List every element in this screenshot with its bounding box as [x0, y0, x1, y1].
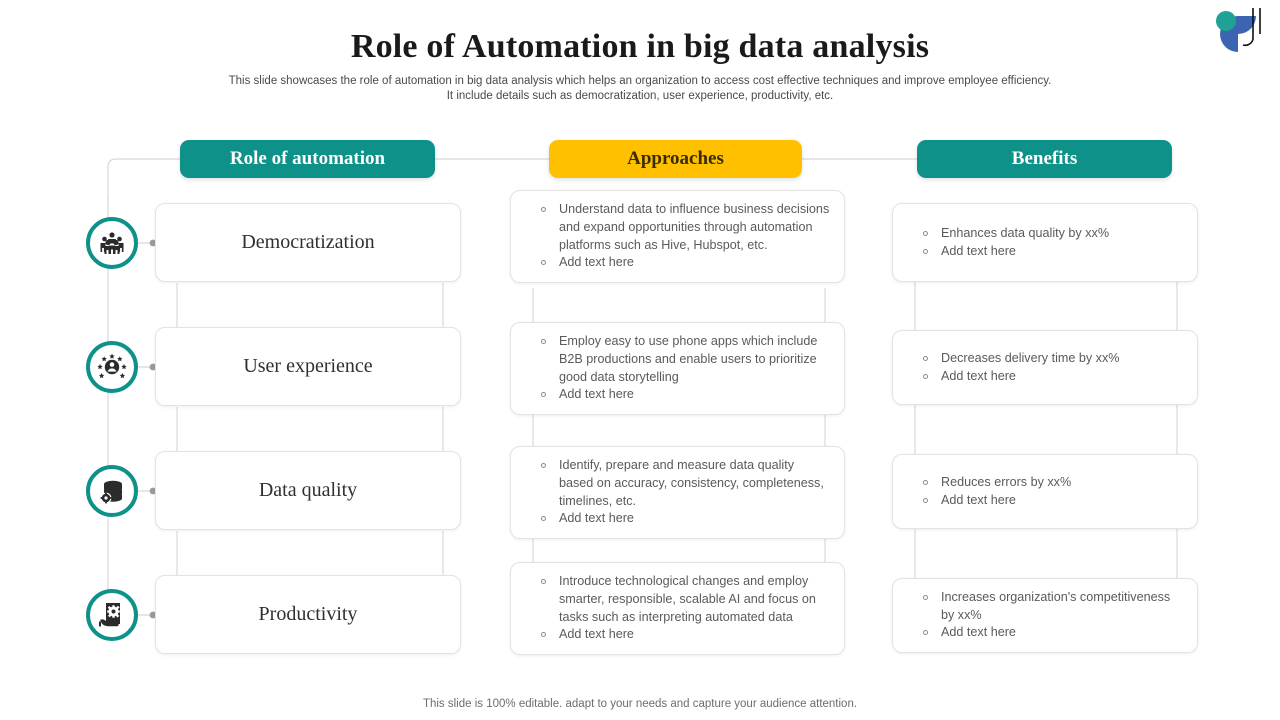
column-header-approaches-label: Approaches [627, 148, 724, 169]
approach-bullet-list-1: Understand data to influence business de… [539, 201, 830, 272]
list-item: Add text here [539, 626, 830, 644]
list-item: Understand data to influence business de… [539, 201, 830, 254]
approach-bullet-list-2: Employ easy to use phone apps which incl… [539, 333, 830, 404]
database-gear-icon [100, 480, 122, 504]
role-card-data-quality[interactable]: Data quality [155, 451, 461, 530]
benefit-bullet-list-2: Decreases delivery time by xx% Add text … [921, 350, 1119, 386]
list-item: Add text here [921, 368, 1119, 386]
approach-card-2[interactable]: Employ easy to use phone apps which incl… [510, 322, 845, 416]
column-header-benefits-label: Benefits [1011, 148, 1078, 169]
role-card-user-experience[interactable]: User experience [155, 327, 461, 406]
list-item: Add text here [921, 624, 1183, 642]
approach-bullet-list-3: Identify, prepare and measure data quali… [539, 457, 830, 528]
approach-card-1[interactable]: Understand data to influence business de… [510, 190, 845, 284]
list-item: Add text here [539, 386, 830, 404]
benefit-card-3[interactable]: Reduces errors by xx% Add text here [892, 454, 1198, 529]
benefit-card-4[interactable]: Increases organization's competitiveness… [892, 578, 1198, 653]
list-item: Reduces errors by xx% [921, 474, 1071, 492]
benefit-card-1[interactable]: Enhances data quality by xx% Add text he… [892, 203, 1198, 282]
row-icon-democratization[interactable] [86, 217, 138, 269]
benefit-bullet-list-3: Reduces errors by xx% Add text here [921, 474, 1071, 510]
list-item: Add text here [921, 243, 1109, 261]
list-item: Introduce technological changes and empl… [539, 573, 830, 626]
column-header-benefits[interactable]: Benefits [917, 140, 1172, 178]
benefit-bullet-list-4: Increases organization's competitiveness… [921, 589, 1183, 642]
role-card-productivity[interactable]: Productivity [155, 575, 461, 654]
row-icon-data-quality[interactable] [86, 465, 138, 517]
page-subtitle: This slide showcases the role of automat… [190, 74, 1090, 103]
list-item: Employ easy to use phone apps which incl… [539, 333, 830, 386]
brand-logo-icon [1216, 8, 1261, 52]
brand-logo [1206, 6, 1268, 52]
approach-card-4[interactable]: Introduce technological changes and empl… [510, 562, 845, 656]
list-item: Add text here [921, 492, 1071, 510]
list-item: Add text here [539, 510, 830, 528]
row-icon-productivity[interactable] [86, 589, 138, 641]
list-item: Increases organization's competitiveness… [921, 589, 1183, 625]
role-card-label: Data quality [258, 479, 358, 501]
group-people-icon [100, 232, 124, 254]
list-item: Identify, prepare and measure data quali… [539, 457, 830, 510]
column-header-approaches[interactable]: Approaches [549, 140, 802, 178]
hand-gear-document-icon [99, 603, 120, 627]
approach-card-3[interactable]: Identify, prepare and measure data quali… [510, 446, 845, 540]
page-title: Role of Automation in big data analysis [350, 28, 930, 65]
column-header-role[interactable]: Role of automation [180, 140, 435, 178]
role-card-label: Productivity [258, 603, 358, 625]
row-icon-user-experience[interactable] [86, 341, 138, 393]
subtitle-line-1: This slide showcases the role of automat… [228, 75, 1052, 87]
list-item: Add text here [539, 254, 830, 272]
role-card-democratization[interactable]: Democratization [155, 203, 461, 282]
column-header-role-label: Role of automation [229, 148, 386, 169]
footer-note: This slide is 100% editable. adapt to yo… [422, 698, 858, 710]
user-rating-star-icon [97, 353, 127, 379]
role-card-label: User experience [243, 355, 373, 377]
list-item: Enhances data quality by xx% [921, 225, 1109, 243]
role-card-label: Democratization [241, 231, 375, 253]
benefit-card-2[interactable]: Decreases delivery time by xx% Add text … [892, 330, 1198, 405]
list-item: Decreases delivery time by xx% [921, 350, 1119, 368]
benefit-bullet-list-1: Enhances data quality by xx% Add text he… [921, 225, 1109, 261]
subtitle-line-2: It include details such as democratizati… [446, 89, 834, 102]
approach-bullet-list-4: Introduce technological changes and empl… [539, 573, 830, 644]
